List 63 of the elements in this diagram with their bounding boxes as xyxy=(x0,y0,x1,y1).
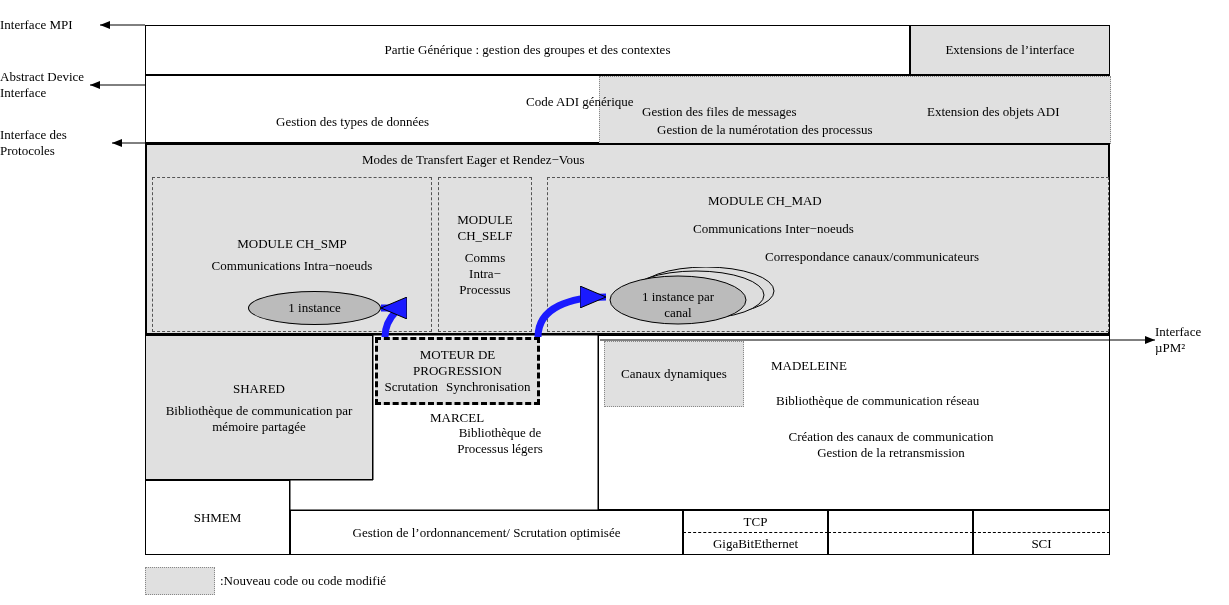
library-box xyxy=(598,335,1110,510)
label-text: Communications Intra−noeuds xyxy=(211,257,373,274)
table-cell xyxy=(828,533,973,555)
arrow xyxy=(380,296,408,338)
label-text: Création des canaux de communication Gestion de la retransmission xyxy=(787,429,995,461)
arrow xyxy=(89,81,146,89)
arrow xyxy=(599,336,1156,344)
label-text: Interface MPI xyxy=(0,17,74,33)
label-text: Bibliothèque de communication réseau xyxy=(776,393,980,409)
instance-stack xyxy=(606,267,776,327)
module-box xyxy=(438,177,532,332)
label-text: Bibliothèque de communication par mémoire partagée xyxy=(164,402,354,435)
arrow xyxy=(111,139,146,147)
layer-box xyxy=(145,75,1110,143)
label-text: SHMEM xyxy=(193,509,242,526)
label-text: GigaBitEthernet xyxy=(712,535,799,552)
label-text: Extension des objets ADI xyxy=(927,104,1060,120)
heading-text: Gestion des files de messages xyxy=(642,104,797,120)
heading-text: MODULE CH_SMP xyxy=(237,235,347,252)
label-text: Code ADI générique xyxy=(526,94,634,110)
table-cell xyxy=(145,480,290,555)
label-text: Partie Générique : gestion des groupes et des contextes xyxy=(384,42,671,58)
label-text: Interface des Protocoles xyxy=(0,127,68,159)
heading-text: MOTEUR DE PROGRESSION xyxy=(412,347,503,379)
label-text: Correspondance canaux/communicateurs xyxy=(765,249,980,265)
arrow xyxy=(99,21,146,29)
new-code-area xyxy=(604,341,744,407)
label-text: Interface µPM² xyxy=(1155,324,1203,356)
module-box xyxy=(547,177,1109,332)
label-text: Modes de Transfert Eager et Rendez−Vous xyxy=(362,152,585,168)
label-text: Gestion de la numérotation des processus xyxy=(657,122,873,138)
label-text: Communications Inter−noeuds xyxy=(693,221,854,237)
engine-box xyxy=(375,337,540,405)
table-cell xyxy=(828,510,973,533)
library-box xyxy=(145,335,373,480)
legend-text: :Nouveau code ou code modifié xyxy=(220,573,387,589)
label-text: Extensions de l’interface xyxy=(945,42,1075,58)
label-text: Scrutation xyxy=(384,379,438,395)
label-text: Abstract Device Interface xyxy=(0,69,85,101)
heading-text: Gestion des types de données xyxy=(276,114,430,130)
table-cell xyxy=(290,510,683,555)
heading-text: MARCEL xyxy=(430,410,485,426)
table-cell xyxy=(683,533,828,555)
module-box xyxy=(152,177,432,332)
table-cell xyxy=(683,510,828,533)
protocol-layer-box xyxy=(145,143,1110,335)
heading-text: SHARED xyxy=(233,380,285,397)
label-text: SCI xyxy=(1031,535,1052,552)
label-text: Comms Intra− Processus xyxy=(458,249,512,298)
layer-box xyxy=(910,25,1110,75)
heading-text: MODULE CH_MAD xyxy=(708,193,822,209)
label-text: 1 instance par canal xyxy=(640,289,716,321)
label-text: Canaux dynamiques xyxy=(621,366,727,382)
layer-box xyxy=(145,25,910,75)
label-text: Gestion de l’ordonnancement/ Scrutation optimisée xyxy=(352,524,621,541)
label-text: Synchronisation xyxy=(445,379,531,395)
heading-text: MADELEINE xyxy=(771,358,847,374)
label-text: TCP xyxy=(743,513,768,530)
label-text: 1 instance xyxy=(288,300,341,316)
table-cell xyxy=(973,533,1110,555)
label-text: Bibliothèque de Processus légers xyxy=(456,425,544,457)
table-cell xyxy=(973,510,1110,533)
heading-text: MODULE CH_SELF xyxy=(456,211,514,244)
